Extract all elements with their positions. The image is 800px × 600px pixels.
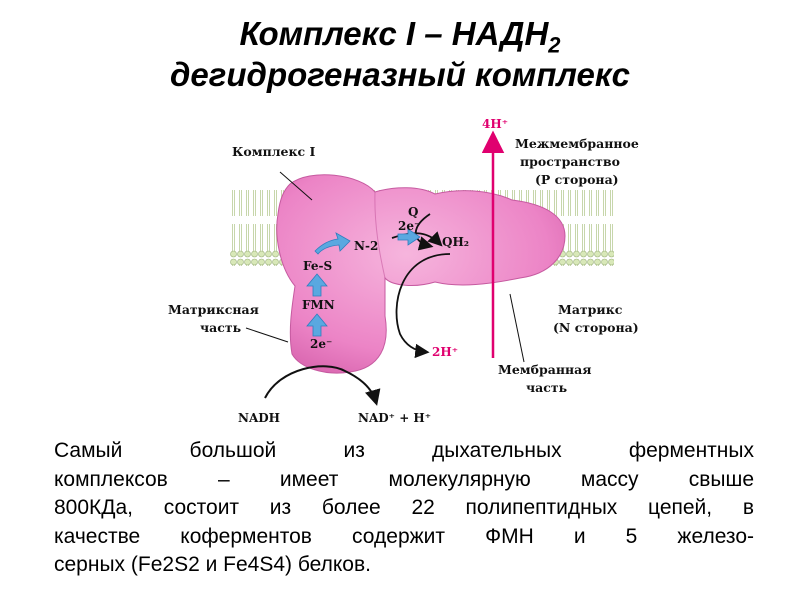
- description-line-2: комплексов – имеет молекулярную массу св…: [54, 467, 754, 491]
- intermembrane-label-2: пространство: [520, 154, 620, 169]
- membrane-part-label-1: Мембранная: [498, 362, 591, 377]
- matrix-part-label-1: Матриксная: [168, 302, 259, 317]
- matrix-label-2: (N сторона): [553, 320, 639, 335]
- nad-label: NAD⁺ + H⁺: [358, 411, 431, 425]
- description-paragraph: Самый большой из дыхательных ферментных …: [54, 437, 754, 580]
- description-line-1: Самый большой из дыхательных ферментных: [54, 439, 754, 462]
- complex-label: Комплекс I: [232, 144, 315, 159]
- complex-i-diagram: 4H⁺ Fe-S FMN 2e⁻ N-2 2e⁻ Q QH₂ 2H⁺ NADH …: [168, 117, 639, 425]
- matrix-part-label-2: часть: [200, 320, 241, 335]
- matrix-label-1: Матрикс: [558, 302, 623, 317]
- description-line-3: 800КДа, состоит из более 22 полипептидны…: [54, 496, 754, 519]
- fmn-label: FMN: [302, 298, 335, 312]
- two-electron-label-2: 2e⁻: [398, 219, 420, 233]
- nadh-label: NADH: [238, 411, 280, 425]
- slide-title-line-2: дегидрогеназный комплекс: [170, 56, 630, 93]
- proton-out-label: 4H⁺: [482, 117, 508, 131]
- ubiquinol-label: QH₂: [442, 235, 469, 249]
- nadh-oxidation-arrow: [264, 365, 381, 406]
- proton-uptake-arrow: [395, 253, 451, 359]
- proton-in-label: 2H⁺: [432, 345, 458, 359]
- title-main-text: Комплекс I – НАДН: [239, 15, 549, 52]
- fes-label: Fe-S: [303, 259, 332, 273]
- two-electron-label-1: 2e⁻: [310, 337, 332, 351]
- intermembrane-label-3: (Р сторона): [535, 172, 619, 187]
- membrane-part-label-2: часть: [526, 380, 567, 395]
- slide-title-line-1: Комплекс I – НАДН2: [0, 14, 800, 66]
- q-reduction-arrow: [414, 213, 434, 251]
- title-subscript: 2: [548, 32, 561, 58]
- intermembrane-label-1: Межмембранное: [515, 136, 639, 151]
- description-line-4: качестве коферментов содержит ФМН и 5 же…: [54, 524, 754, 548]
- description-line-5: серных (Fe2S2 и Fe4S4) белков.: [54, 553, 371, 576]
- n2-label: N-2: [354, 239, 378, 253]
- ubiquinone-label: Q: [408, 205, 418, 219]
- electron-path-arrows: [306, 228, 421, 337]
